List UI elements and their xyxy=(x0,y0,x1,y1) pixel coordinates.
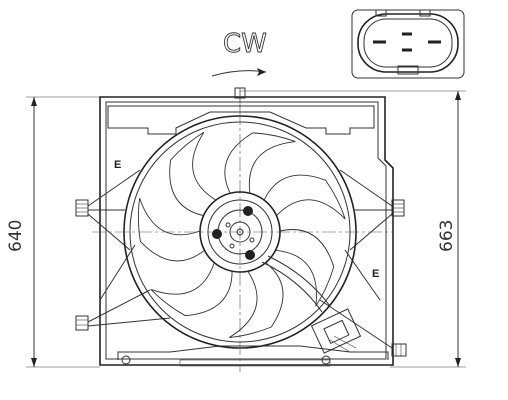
fan-blade xyxy=(224,132,296,194)
motor-connector-housing xyxy=(261,255,362,354)
dimension-right-value: 663 xyxy=(437,220,457,252)
fan-blades xyxy=(137,131,346,338)
fan-blade xyxy=(150,262,233,317)
rotation-indicator: CW xyxy=(211,29,267,77)
mounting-clips xyxy=(75,199,407,357)
dimension-left: 640 xyxy=(6,96,100,368)
dimension-right: 663 xyxy=(240,90,466,368)
fan-hub xyxy=(199,191,281,273)
zone-label-lower-right: E xyxy=(372,268,379,280)
centre-lines xyxy=(92,88,392,372)
connector-end-view xyxy=(351,9,465,79)
shroud-frame xyxy=(99,87,394,367)
zone-label-upper-left: E xyxy=(114,159,121,171)
fan-blade xyxy=(169,131,217,217)
fan-blade xyxy=(263,174,346,220)
rotation-arrow-head xyxy=(257,68,266,76)
rotation-label: CW xyxy=(223,29,267,59)
fan-blade xyxy=(275,229,335,307)
fan-blade xyxy=(229,262,284,338)
dimension-left-value: 640 xyxy=(6,220,26,252)
hub-bolt-bottom xyxy=(245,250,255,260)
fan-blade xyxy=(137,197,205,262)
hub-bolt-left xyxy=(212,229,222,239)
hub-bolt-top xyxy=(243,206,253,216)
